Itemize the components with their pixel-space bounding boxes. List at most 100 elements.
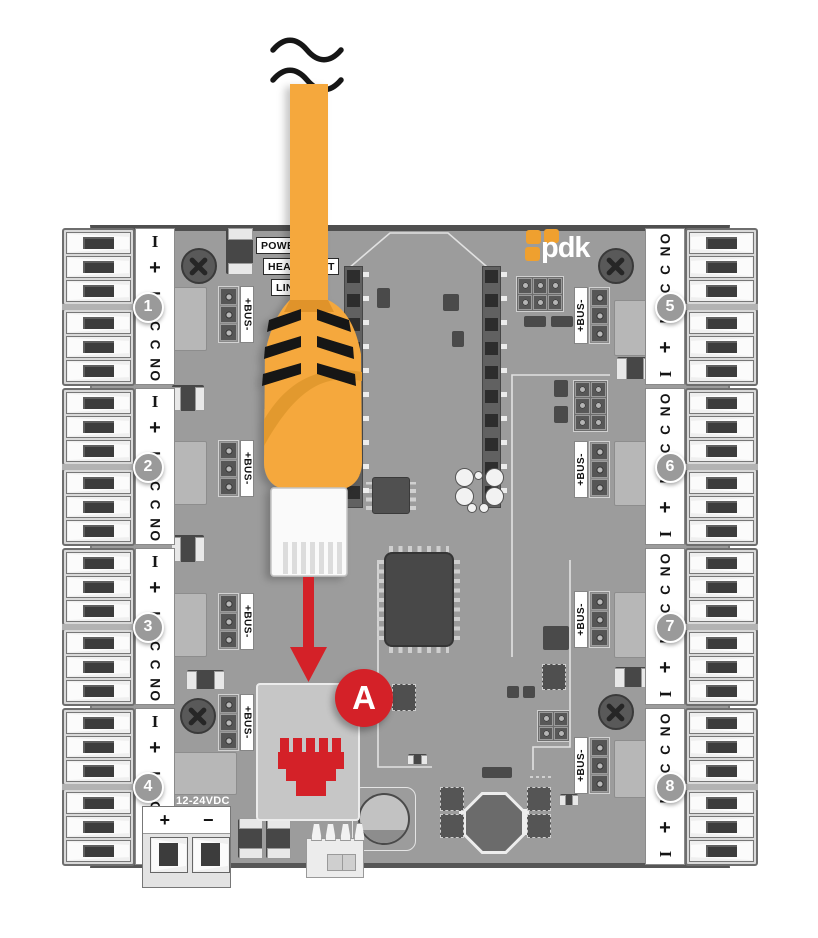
terminal-block[interactable] bbox=[685, 708, 758, 786]
terminal-block[interactable] bbox=[685, 548, 758, 626]
terminal-block[interactable] bbox=[685, 308, 758, 386]
bus-connector[interactable] bbox=[589, 591, 610, 648]
terminal-block[interactable] bbox=[62, 228, 135, 306]
bus-pin[interactable] bbox=[220, 478, 237, 495]
jumper-pin[interactable] bbox=[591, 398, 606, 414]
terminal-cell[interactable] bbox=[689, 312, 754, 334]
terminal-cell[interactable] bbox=[689, 496, 754, 518]
terminal-cell[interactable] bbox=[66, 440, 131, 462]
terminal-cell[interactable] bbox=[66, 736, 131, 758]
bus-pin[interactable] bbox=[591, 443, 608, 460]
terminal-cell[interactable] bbox=[689, 392, 754, 414]
terminal-cell[interactable] bbox=[689, 552, 754, 574]
bus-pin[interactable] bbox=[220, 442, 237, 459]
bus-pin[interactable] bbox=[591, 611, 608, 628]
bus-pin[interactable] bbox=[220, 732, 237, 749]
bus-connector[interactable] bbox=[218, 593, 239, 650]
jumper-pin[interactable] bbox=[591, 382, 606, 398]
terminal-cell[interactable] bbox=[66, 760, 131, 782]
bus-pin[interactable] bbox=[220, 288, 237, 305]
terminal-cell[interactable] bbox=[66, 496, 131, 518]
jumper-pin[interactable] bbox=[539, 712, 553, 726]
terminal-cell[interactable] bbox=[689, 656, 754, 678]
jumper-pin[interactable] bbox=[575, 414, 590, 430]
terminal-cell[interactable] bbox=[689, 600, 754, 622]
jumper-pin[interactable] bbox=[575, 398, 590, 414]
terminal-block[interactable] bbox=[685, 468, 758, 546]
terminal-cell[interactable] bbox=[689, 416, 754, 438]
terminal-cell[interactable] bbox=[66, 576, 131, 598]
bus-pin[interactable] bbox=[591, 461, 608, 478]
terminal-cell[interactable] bbox=[66, 712, 131, 734]
terminal-cell[interactable] bbox=[689, 256, 754, 278]
jumper-pin[interactable] bbox=[548, 294, 562, 310]
terminal-cell[interactable] bbox=[66, 552, 131, 574]
bus-pin[interactable] bbox=[591, 593, 608, 610]
jumper-pin[interactable] bbox=[548, 278, 562, 294]
terminal-cell[interactable] bbox=[689, 632, 754, 654]
terminal-cell[interactable] bbox=[689, 736, 754, 758]
power-terminal-cell[interactable] bbox=[192, 837, 230, 873]
terminal-cell[interactable] bbox=[689, 680, 754, 702]
terminal-cell[interactable] bbox=[66, 840, 131, 862]
bus-connector[interactable] bbox=[218, 440, 239, 497]
terminal-cell[interactable] bbox=[66, 280, 131, 302]
terminal-block[interactable] bbox=[62, 628, 135, 706]
jumper-pin[interactable] bbox=[554, 726, 568, 740]
bus-pin[interactable] bbox=[220, 631, 237, 648]
jumper-pin[interactable] bbox=[533, 278, 547, 294]
power-terminal-cell[interactable] bbox=[150, 837, 188, 873]
terminal-block[interactable] bbox=[685, 228, 758, 306]
bus-connector[interactable] bbox=[589, 737, 610, 794]
terminal-cell[interactable] bbox=[66, 392, 131, 414]
terminal-cell[interactable] bbox=[689, 576, 754, 598]
terminal-block[interactable] bbox=[62, 468, 135, 546]
bus-pin[interactable] bbox=[220, 460, 237, 477]
terminal-block[interactable] bbox=[685, 788, 758, 866]
bus-connector[interactable] bbox=[589, 287, 610, 344]
terminal-cell[interactable] bbox=[66, 600, 131, 622]
terminal-block[interactable] bbox=[685, 628, 758, 706]
terminal-cell[interactable] bbox=[66, 792, 131, 814]
terminal-cell[interactable] bbox=[66, 632, 131, 654]
terminal-cell[interactable] bbox=[66, 656, 131, 678]
jumper-block[interactable] bbox=[537, 710, 570, 742]
terminal-cell[interactable] bbox=[66, 520, 131, 542]
bus-pin[interactable] bbox=[591, 307, 608, 324]
bus-pin[interactable] bbox=[220, 306, 237, 323]
jumper-block[interactable] bbox=[516, 276, 564, 312]
terminal-cell[interactable] bbox=[689, 232, 754, 254]
jumper-pin[interactable] bbox=[533, 294, 547, 310]
terminal-cell[interactable] bbox=[66, 312, 131, 334]
bus-connector[interactable] bbox=[589, 441, 610, 498]
bus-pin[interactable] bbox=[591, 289, 608, 306]
bus-pin[interactable] bbox=[220, 714, 237, 731]
terminal-cell[interactable] bbox=[689, 472, 754, 494]
bus-pin[interactable] bbox=[591, 757, 608, 774]
jumper-block[interactable] bbox=[573, 380, 608, 432]
terminal-cell[interactable] bbox=[689, 712, 754, 734]
bus-pin[interactable] bbox=[220, 696, 237, 713]
bus-pin[interactable] bbox=[220, 324, 237, 341]
terminal-cell[interactable] bbox=[66, 360, 131, 382]
terminal-block[interactable] bbox=[62, 388, 135, 466]
terminal-cell[interactable] bbox=[66, 472, 131, 494]
terminal-cell[interactable] bbox=[689, 280, 754, 302]
terminal-cell[interactable] bbox=[689, 760, 754, 782]
terminal-cell[interactable] bbox=[689, 336, 754, 358]
terminal-cell[interactable] bbox=[689, 792, 754, 814]
jumper-pin[interactable] bbox=[539, 726, 553, 740]
terminal-cell[interactable] bbox=[66, 816, 131, 838]
terminal-cell[interactable] bbox=[66, 256, 131, 278]
terminal-cell[interactable] bbox=[66, 232, 131, 254]
bus-pin[interactable] bbox=[220, 613, 237, 630]
bus-pin[interactable] bbox=[591, 325, 608, 342]
terminal-cell[interactable] bbox=[689, 520, 754, 542]
bus-connector[interactable] bbox=[218, 694, 239, 751]
jumper-pin[interactable] bbox=[575, 382, 590, 398]
bus-pin[interactable] bbox=[591, 479, 608, 496]
bus-pin[interactable] bbox=[591, 739, 608, 756]
terminal-block[interactable] bbox=[62, 708, 135, 786]
terminal-cell[interactable] bbox=[689, 360, 754, 382]
terminal-block[interactable] bbox=[62, 788, 135, 866]
